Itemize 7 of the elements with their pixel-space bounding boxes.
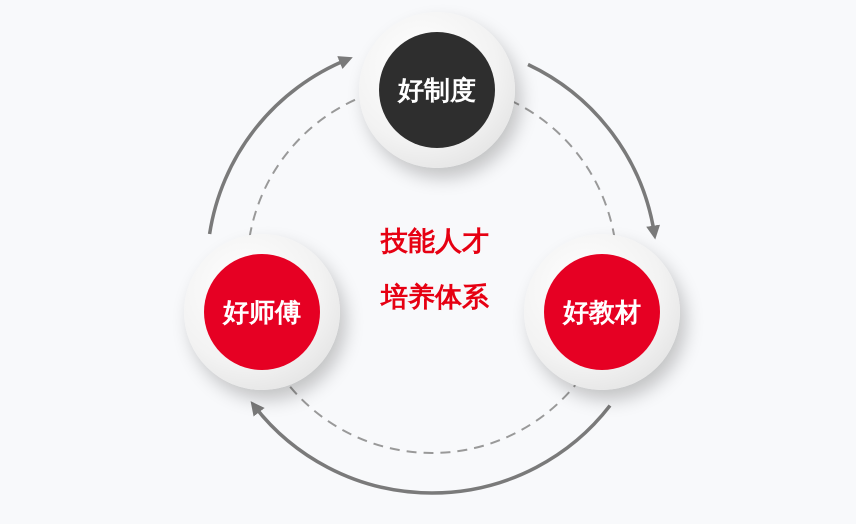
curved-arrow <box>250 401 612 494</box>
curved-arrow <box>208 56 353 234</box>
center-title: 技能人才培养体系 <box>379 225 490 315</box>
node-label: 好教材 <box>544 254 660 370</box>
node-label: 好师傅 <box>204 254 320 370</box>
node-label: 好制度 <box>379 32 495 148</box>
curved-arrow <box>527 62 660 240</box>
